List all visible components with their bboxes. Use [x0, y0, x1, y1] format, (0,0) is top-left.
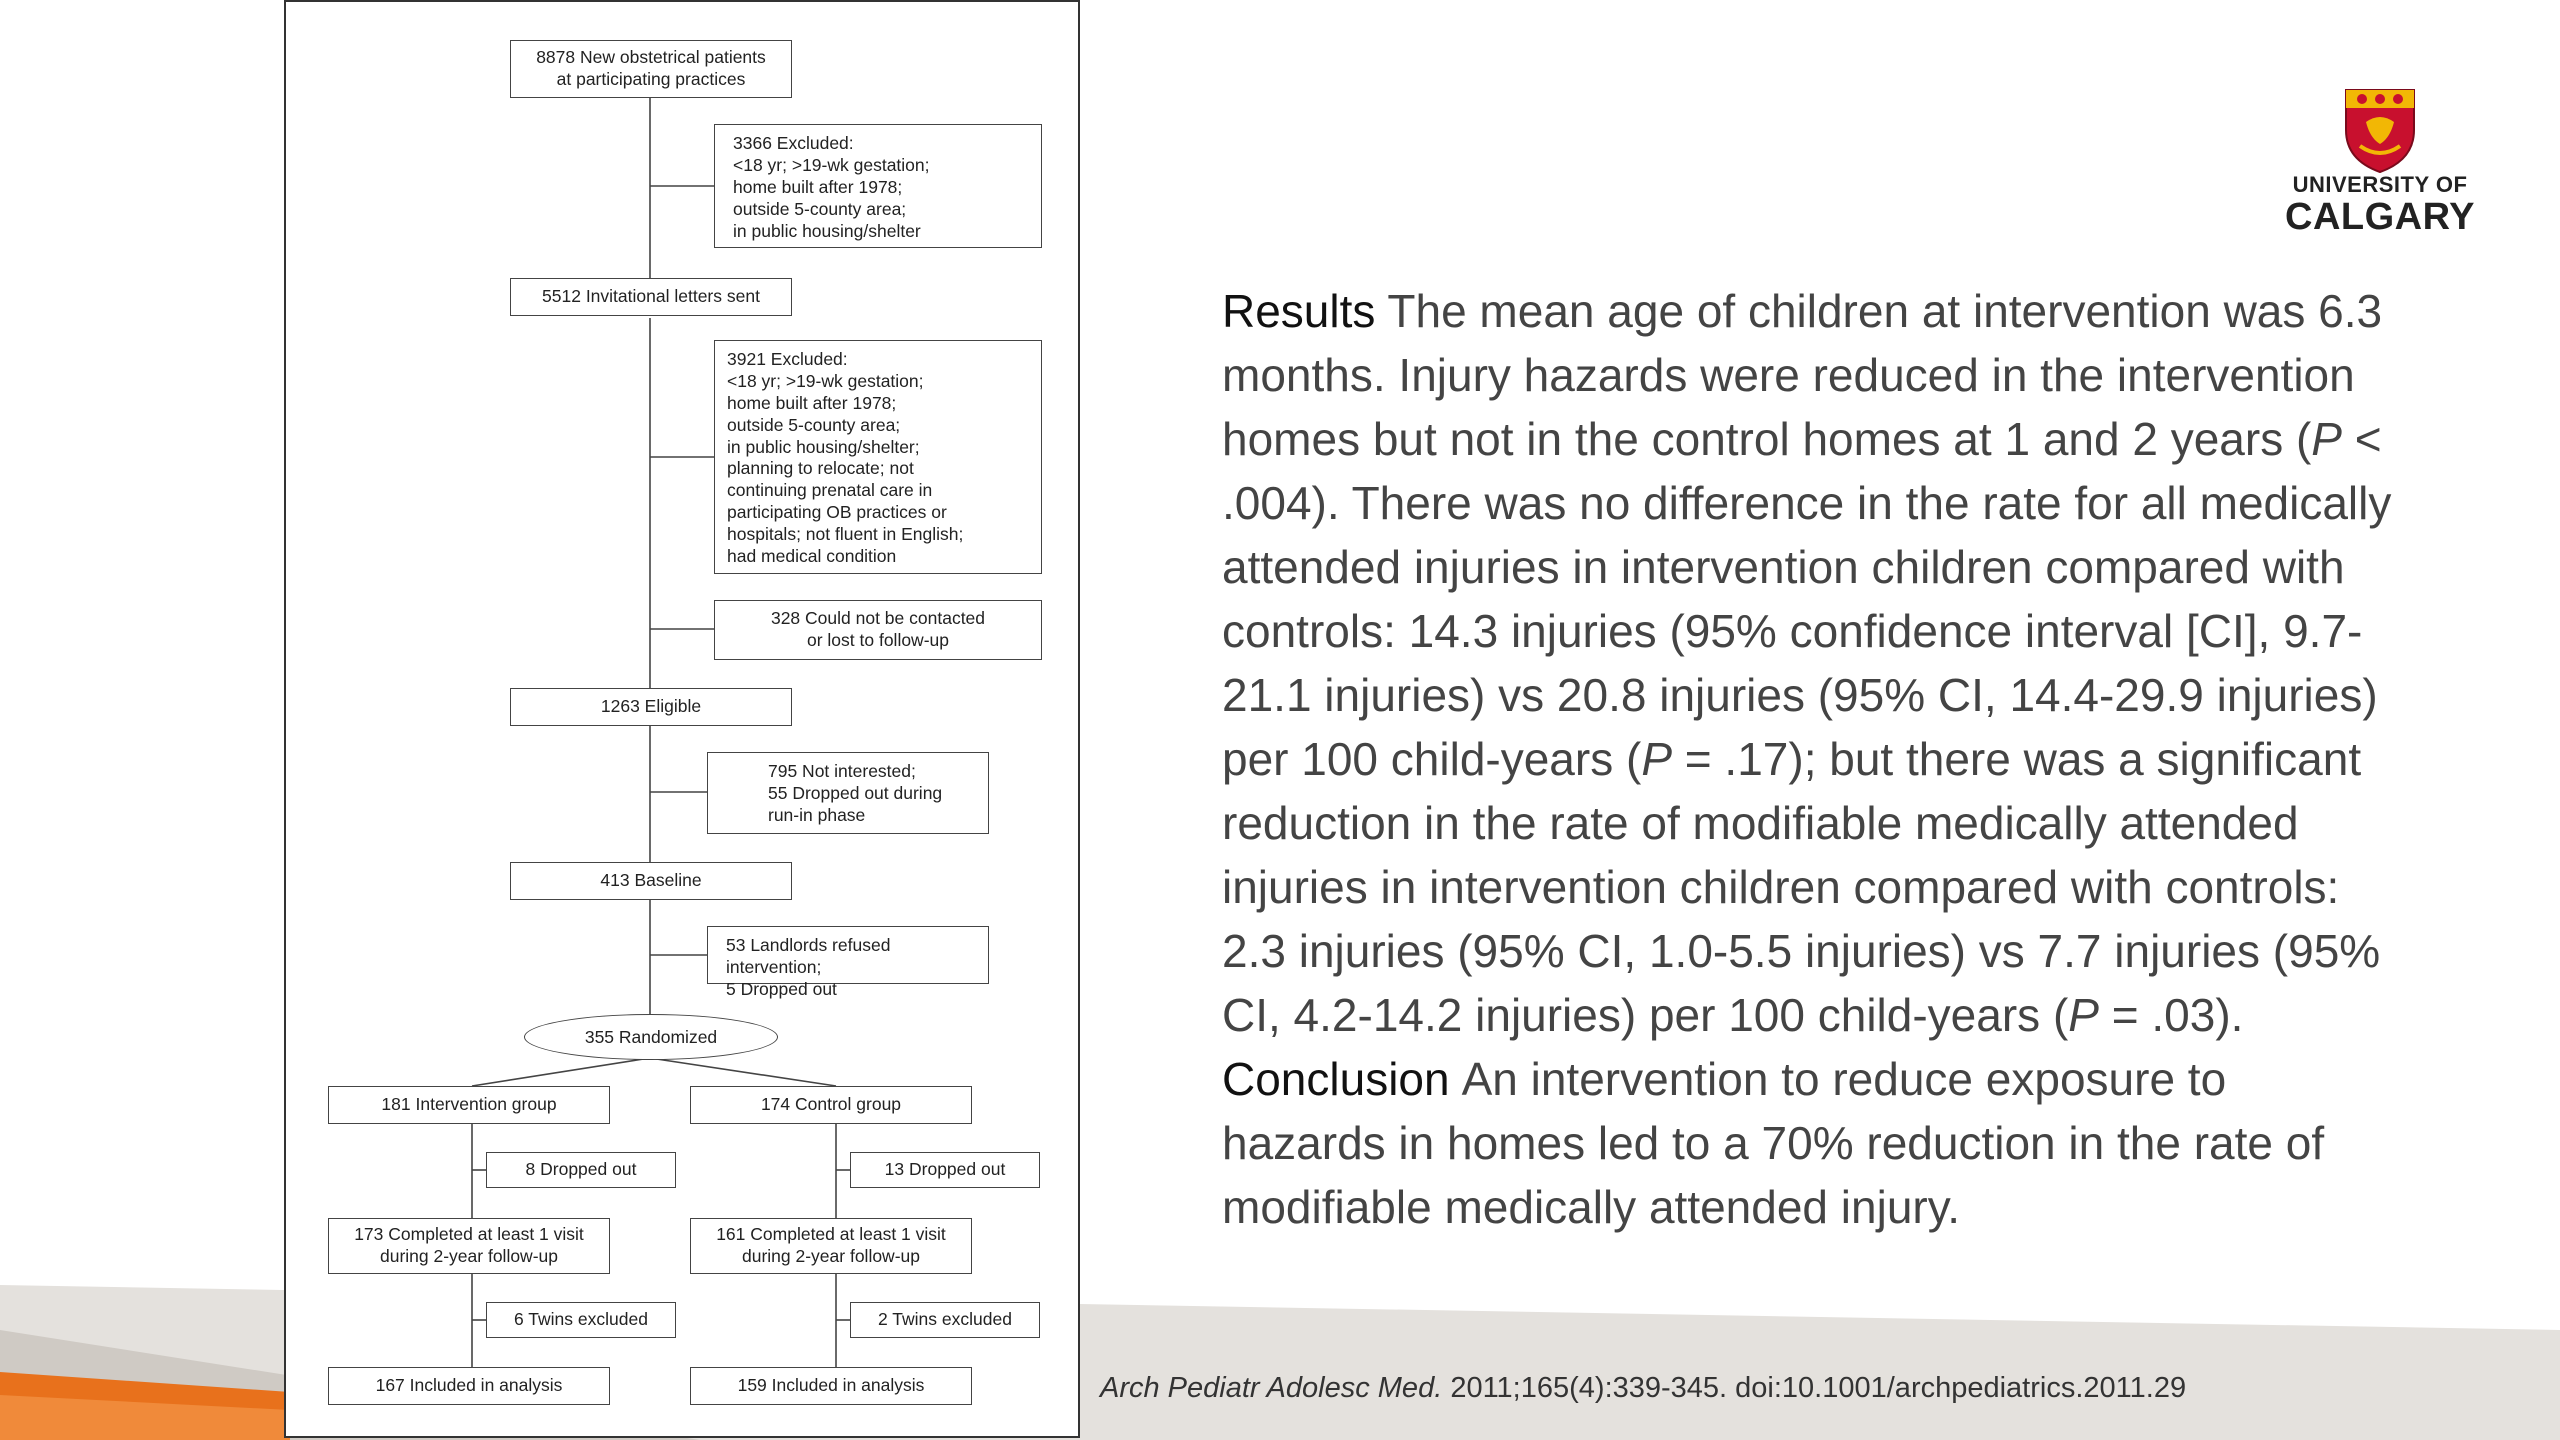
new-patients-box: 8878 New obstetrical patients at partici…: [510, 40, 792, 98]
baseline-box: 413 Baseline: [510, 862, 792, 900]
control-completed-box: 161 Completed at least 1 visit during 2-…: [690, 1218, 972, 1274]
eligible-text: 1263 Eligible: [600, 696, 702, 717]
letters-sent-text: 5512 Invitational letters sent: [542, 286, 760, 307]
results-body-2: < .004). There was no difference in the …: [1222, 413, 2392, 785]
results-p-3: P: [2068, 989, 2099, 1041]
logo-line-2: CALGARY: [2285, 196, 2475, 238]
intervention-twins-box: 6 Twins excluded: [486, 1302, 676, 1338]
intervention-included-box: 167 Included in analysis: [328, 1367, 610, 1405]
randomized-ellipse: 355 Randomized: [524, 1014, 778, 1060]
excluded-1-text: 3366 Excluded: <18 yr; >19-wk gestation;…: [733, 133, 930, 241]
intervention-completed-text: 173 Completed at least 1 visit during 2-…: [354, 1224, 584, 1266]
eligible-box: 1263 Eligible: [510, 688, 792, 726]
results-body-1: The mean age of children at intervention…: [1222, 285, 2383, 465]
landlords-box: 53 Landlords refused intervention; 5 Dro…: [707, 926, 989, 999]
results-body-4: = .03).: [2098, 989, 2244, 1041]
control-group-text: 174 Control group: [760, 1094, 902, 1115]
control-dropped-text: 13 Dropped out: [884, 1159, 1006, 1180]
letters-sent-box: 5512 Invitational letters sent: [510, 278, 792, 316]
intervention-group-box: 181 Intervention group: [328, 1086, 610, 1124]
control-twins-text: 2 Twins excluded: [878, 1309, 1012, 1330]
logo-line-1: UNIVERSITY OF: [2292, 172, 2468, 197]
control-dropped-box: 13 Dropped out: [850, 1152, 1040, 1188]
control-twins-box: 2 Twins excluded: [850, 1302, 1040, 1338]
intervention-dropped-box: 8 Dropped out: [486, 1152, 676, 1188]
excluded-2-text: 3921 Excluded: <18 yr; >19-wk gestation;…: [727, 349, 964, 566]
consort-flowchart-panel: 8878 New obstetrical patients at partici…: [284, 0, 1080, 1438]
citation-details: 2011;165(4):339-345. doi:10.1001/archped…: [1442, 1372, 2187, 1404]
conclusion-heading: Conclusion: [1222, 1053, 1450, 1105]
results-heading: Results: [1222, 285, 1376, 337]
citation-journal: Arch Pediatr Adolesc Med.: [1100, 1372, 1443, 1404]
new-patients-text: 8878 New obstetrical patients at partici…: [536, 47, 766, 89]
not-contacted-text: 328 Could not be contacted or lost to fo…: [770, 608, 986, 650]
randomized-text: 355 Randomized: [584, 1026, 718, 1047]
results-p-2: P: [1641, 733, 1672, 785]
control-included-text: 159 Included in analysis: [737, 1375, 925, 1396]
landlords-text: 53 Landlords refused intervention; 5 Dro…: [726, 935, 891, 999]
conclusion-body: An intervention to reduce exposure to ha…: [1222, 1053, 2325, 1233]
excluded-2-box: 3921 Excluded: <18 yr; >19-wk gestation;…: [714, 340, 1042, 574]
intervention-group-text: 181 Intervention group: [381, 1094, 557, 1115]
not-contacted-box: 328 Could not be contacted or lost to fo…: [714, 600, 1042, 660]
intervention-twins-text: 6 Twins excluded: [514, 1309, 648, 1330]
crest-icon: [2345, 89, 2415, 174]
baseline-text: 413 Baseline: [600, 870, 702, 891]
not-interested-text: 795 Not interested; 55 Dropped out durin…: [768, 761, 943, 825]
not-interested-box: 795 Not interested; 55 Dropped out durin…: [707, 752, 989, 834]
control-completed-text: 161 Completed at least 1 visit during 2-…: [716, 1224, 946, 1266]
citation: Arch Pediatr Adolesc Med. 2011;165(4):33…: [1100, 1372, 2186, 1405]
control-group-box: 174 Control group: [690, 1086, 972, 1124]
intervention-included-text: 167 Included in analysis: [375, 1375, 563, 1396]
logo-wordmark: UNIVERSITY OF CALGARY: [2270, 172, 2490, 238]
excluded-1-box: 3366 Excluded: <18 yr; >19-wk gestation;…: [714, 124, 1042, 248]
university-logo: UNIVERSITY OF CALGARY: [2270, 86, 2490, 236]
results-body-3: = .17); but there was a significant redu…: [1222, 733, 2381, 1041]
control-included-box: 159 Included in analysis: [690, 1367, 972, 1405]
results-p-1: P: [2311, 413, 2342, 465]
intervention-completed-box: 173 Completed at least 1 visit during 2-…: [328, 1218, 610, 1274]
flowchart-connectors: [471, 98, 850, 1367]
intervention-dropped-text: 8 Dropped out: [525, 1159, 637, 1180]
